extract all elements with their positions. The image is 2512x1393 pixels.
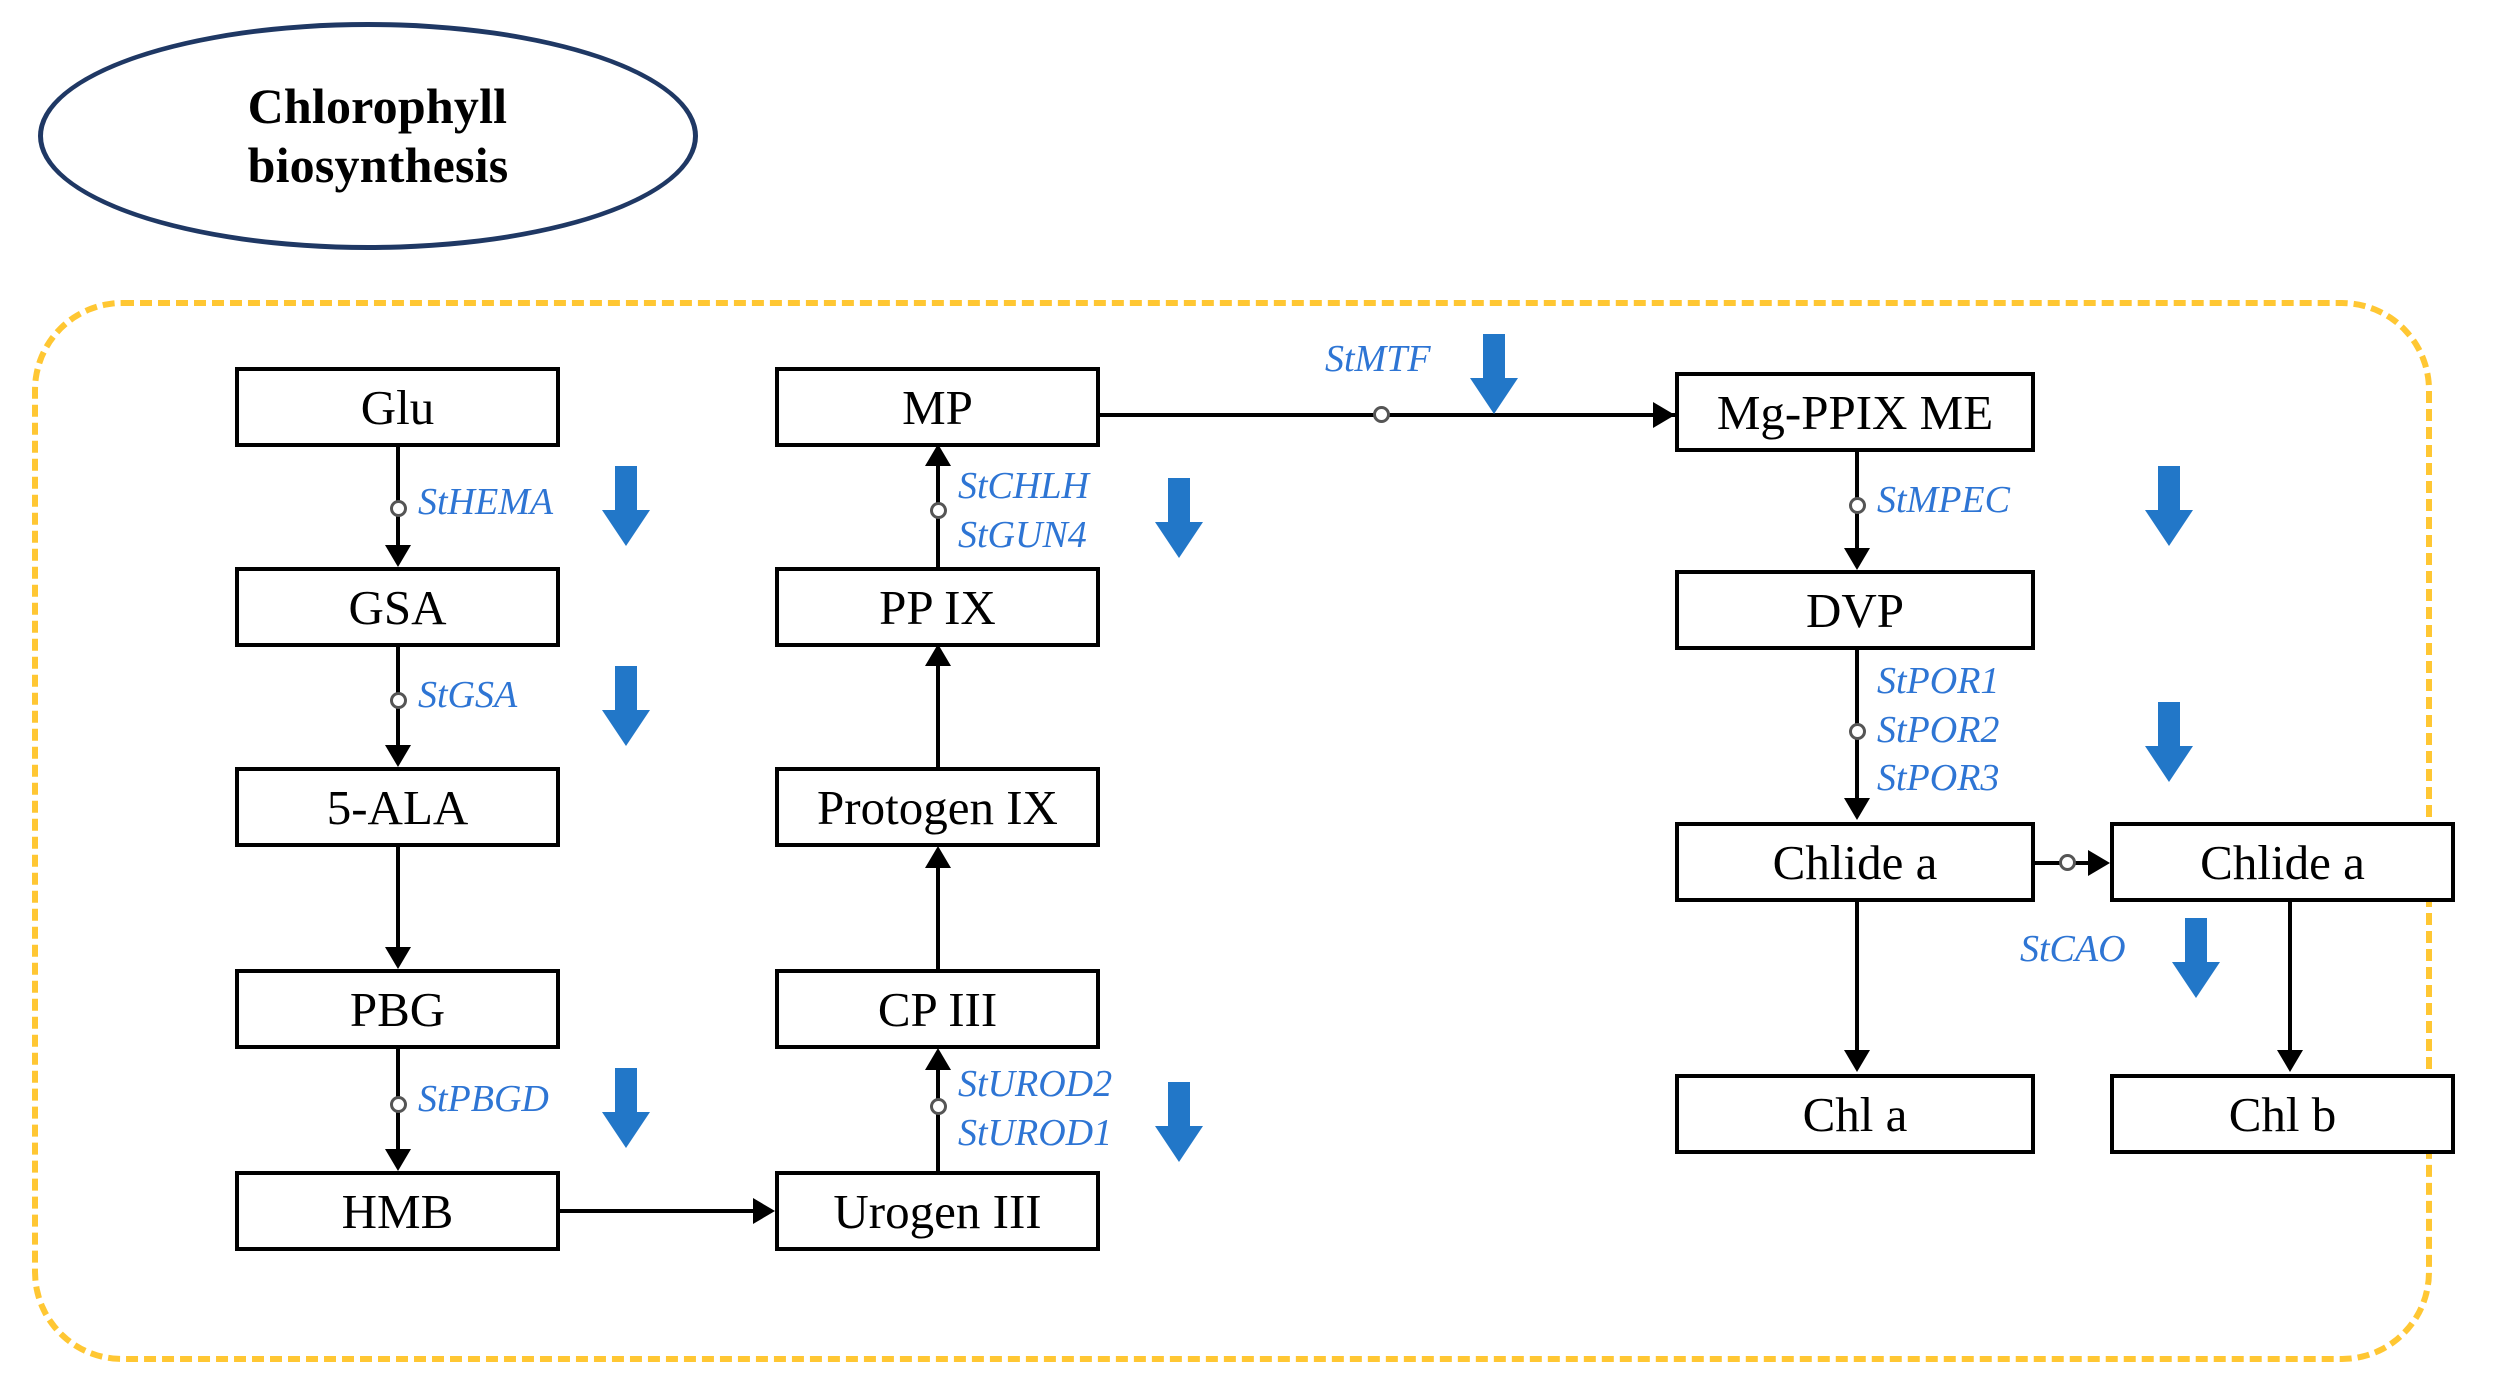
edge-chlide-a-2-chl-b <box>2288 902 2292 1062</box>
edge-cp3-protogen9 <box>936 861 940 971</box>
node-hmb[interactable]: HMB <box>235 1171 560 1251</box>
edge-chlide-a-chl-a <box>1855 902 1859 1062</box>
edge-urogen3-cp3 <box>936 1063 940 1173</box>
node-glu[interactable]: Glu <box>235 367 560 447</box>
edge-hmb-urogen3 <box>560 1209 760 1213</box>
gene-label-urod: StUROD2 StUROD1 <box>958 1060 1112 1157</box>
title-line-1: Chlorophyll <box>247 78 508 134</box>
arrowhead-protogen9-pp9 <box>925 644 951 666</box>
gene-label-chlh: StCHLH <box>958 465 1089 507</box>
edge-protogen9-pp9 <box>936 659 940 769</box>
page-title: Chlorophyll biosynthesis <box>248 77 509 195</box>
node-urogen-iii[interactable]: Urogen III <box>775 1171 1100 1251</box>
arrowhead-ala-pbg <box>385 947 411 969</box>
edge-dot-chlh-gun4 <box>930 502 947 519</box>
node-pbg[interactable]: PBG <box>235 969 560 1049</box>
edge-dot-mtf <box>1373 406 1390 423</box>
gene-label-mtf: StMTF <box>1325 338 1431 380</box>
edge-dot-pbgd <box>390 1096 407 1113</box>
arrowhead-chlide-a-1-to-2 <box>2088 850 2110 876</box>
node-5-ala[interactable]: 5-ALA <box>235 767 560 847</box>
gene-label-por1: StPOR1 <box>1877 660 2000 702</box>
node-chlide-a-1[interactable]: Chlide a <box>1675 822 2035 902</box>
title-line-2: biosynthesis <box>247 137 509 193</box>
gene-label-por3: StPOR3 <box>1877 757 2000 800</box>
arrowhead-chlide-a-2-chl-b <box>2277 1050 2303 1072</box>
edge-dot-chlide-transfer <box>2059 854 2076 871</box>
edge-dot-hema <box>390 500 407 517</box>
arrowhead-gsa-ala <box>385 745 411 767</box>
gene-label-gsa: StGSA <box>418 674 518 716</box>
gene-label-por: StPOR1 StPOR2 StPOR3 <box>1877 657 1999 803</box>
arrowhead-cp3-protogen9 <box>925 846 951 868</box>
node-mg-ppix-me[interactable]: Mg-PPIX ME <box>1675 372 2035 452</box>
arrowhead-pp9-mp <box>925 444 951 466</box>
gene-label-urod2: StUROD2 <box>958 1063 1113 1105</box>
node-chl-a[interactable]: Chl a <box>1675 1074 2035 1154</box>
gene-label-mpec: StMPEC <box>1877 479 2010 521</box>
gene-label-hema: StHEMA <box>418 481 554 523</box>
edge-dot-gsa <box>390 692 407 709</box>
arrowhead-chlide-a-chl-a <box>1844 1050 1870 1072</box>
node-cp-iii[interactable]: CP III <box>775 969 1100 1049</box>
edge-dot-por <box>1849 723 1866 740</box>
node-dvp[interactable]: DVP <box>1675 570 2035 650</box>
node-chlide-a-2[interactable]: Chlide a <box>2110 822 2455 902</box>
arrowhead-hmb-urogen3 <box>753 1198 775 1224</box>
gene-label-chlh-gun4: StCHLH StGUN4 <box>958 462 1089 559</box>
arrowhead-pbg-hmb <box>385 1149 411 1171</box>
title-ellipse: Chlorophyll biosynthesis <box>38 22 698 250</box>
arrowhead-glu-gsa <box>385 545 411 567</box>
arrowhead-mgppixme-dvp <box>1844 548 1870 570</box>
node-gsa[interactable]: GSA <box>235 567 560 647</box>
node-pp-ix[interactable]: PP IX <box>775 567 1100 647</box>
edge-ala-pbg <box>396 847 400 959</box>
gene-label-gun4: StGUN4 <box>958 513 1087 556</box>
gene-label-por2: StPOR2 <box>1877 708 2000 751</box>
edge-dot-mpec <box>1849 497 1866 514</box>
node-protogen-ix[interactable]: Protogen IX <box>775 767 1100 847</box>
node-mp[interactable]: MP <box>775 367 1100 447</box>
arrowhead-urogen3-cp3 <box>925 1048 951 1070</box>
arrowhead-mp-mgppixme <box>1653 402 1675 428</box>
gene-label-pbgd: StPBGD <box>418 1078 549 1120</box>
arrowhead-dvp-chlide-a <box>1844 798 1870 820</box>
edge-dot-urod <box>930 1098 947 1115</box>
gene-label-cao: StCAO <box>2020 928 2126 970</box>
gene-label-urod1: StUROD1 <box>958 1111 1113 1154</box>
node-chl-b[interactable]: Chl b <box>2110 1074 2455 1154</box>
